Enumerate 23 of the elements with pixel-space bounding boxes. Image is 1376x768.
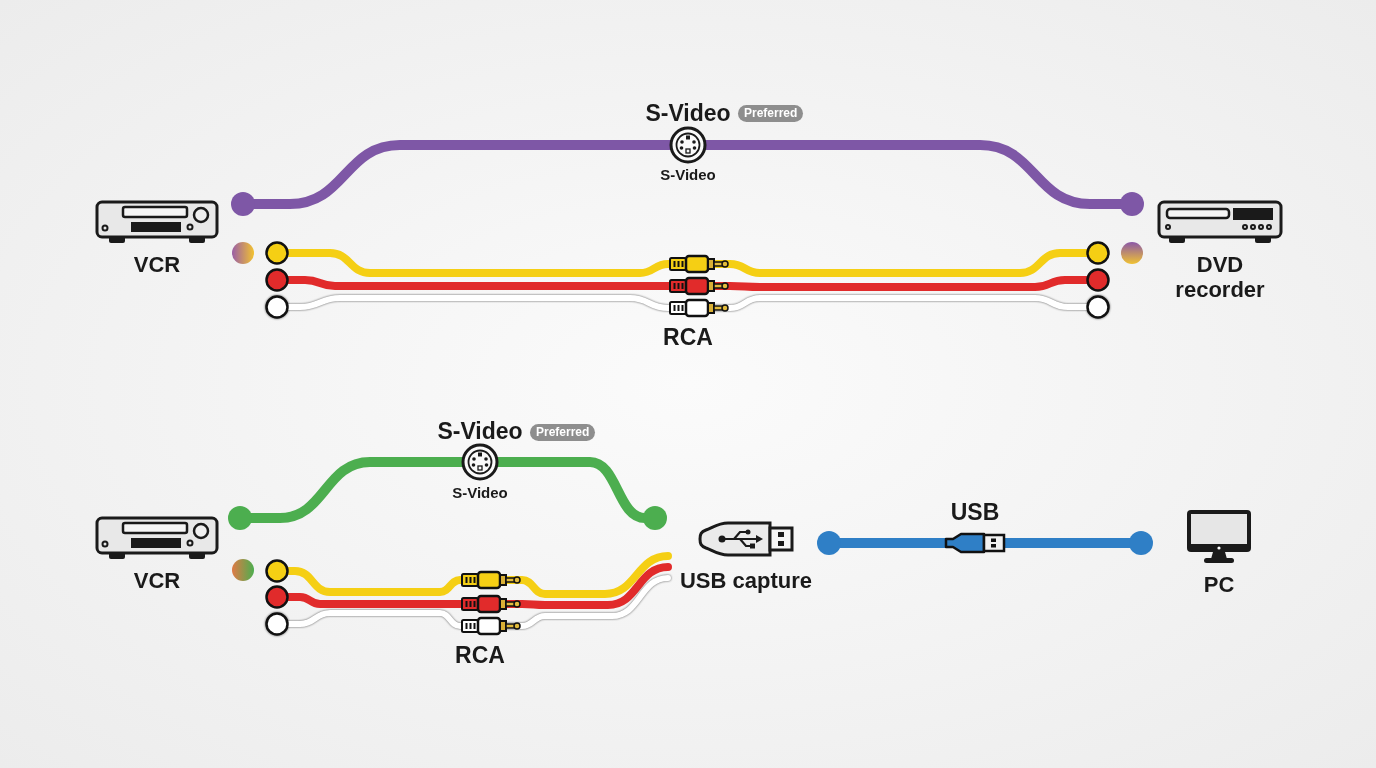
cable xyxy=(265,563,672,609)
status-badge: Preferred xyxy=(738,105,804,122)
edge-label: S-Video xyxy=(644,99,732,127)
cable xyxy=(228,457,667,530)
device-label: VCR xyxy=(133,568,181,593)
device-label: VCR xyxy=(133,252,181,277)
edge-label: S-Video xyxy=(436,417,524,445)
cable-label: RCA xyxy=(454,641,506,669)
device-label: DVD recorder xyxy=(1174,252,1266,302)
cable xyxy=(265,295,1110,319)
cable xyxy=(265,241,1110,277)
cable xyxy=(265,575,671,636)
cable-label: RCA xyxy=(662,323,714,351)
device-label: PC xyxy=(1203,572,1235,597)
cable xyxy=(231,140,1144,216)
cable xyxy=(817,531,1153,555)
cable xyxy=(265,268,1110,292)
edge-label: USB xyxy=(949,498,1001,526)
connector-label: S-Video xyxy=(659,166,717,184)
connector-label: S-Video xyxy=(451,484,509,502)
status-badge: Preferred xyxy=(530,424,596,441)
cable xyxy=(265,552,672,598)
device-label: USB capture xyxy=(679,568,812,593)
